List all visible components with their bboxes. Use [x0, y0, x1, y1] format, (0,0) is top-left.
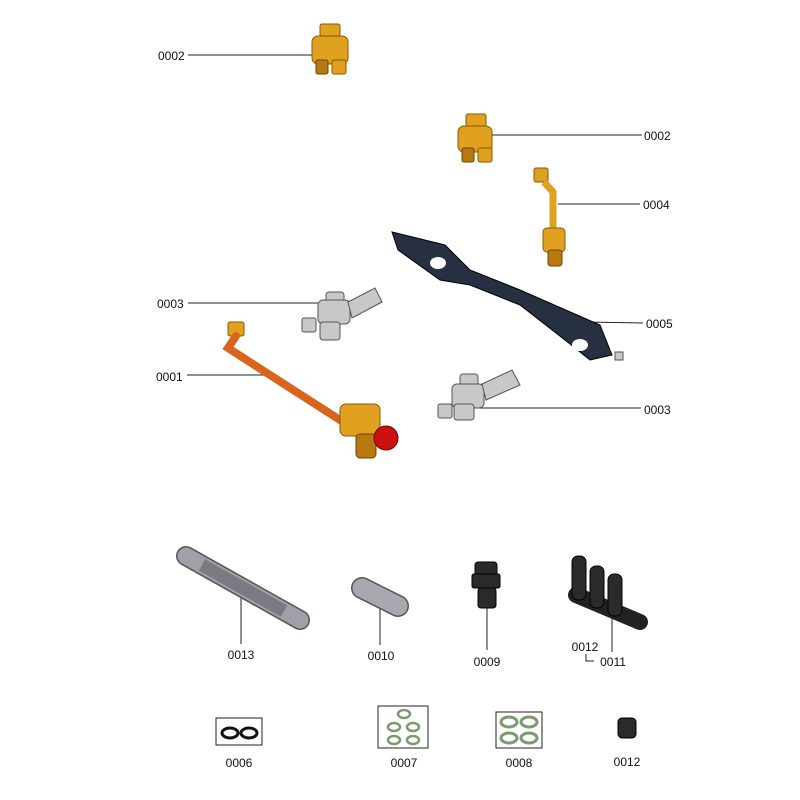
- part-0005-bracket[interactable]: [391, 231, 624, 361]
- part-0007-o-rings[interactable]: [377, 705, 429, 749]
- callout-label: 0003: [644, 403, 671, 417]
- callout-label: 0002: [158, 49, 185, 63]
- callout-labels: 0002 0002 0004 0005 0003 0001 0003 0013 …: [156, 49, 673, 770]
- callout-label: 0006: [226, 756, 253, 770]
- callout-label: 0009: [474, 655, 501, 669]
- part-0001-copper-pipe[interactable]: [222, 321, 399, 459]
- callout-label: 0001: [156, 370, 183, 384]
- part-0002-fitting[interactable]: [311, 23, 349, 75]
- callout-label: 0002: [644, 129, 671, 143]
- callout-label: 0008: [506, 756, 533, 770]
- part-0008-o-rings[interactable]: [495, 711, 543, 749]
- part-0013-tube[interactable]: [176, 546, 310, 630]
- leader-line: [585, 654, 594, 662]
- part-0003-valve[interactable]: [437, 369, 521, 421]
- part-0006-o-rings[interactable]: [215, 717, 263, 746]
- callout-label: 0007: [391, 756, 418, 770]
- callout-label: 0003: [157, 297, 184, 311]
- part-0002-fitting[interactable]: [457, 113, 493, 163]
- part-0012-cap[interactable]: [617, 717, 637, 739]
- part-0010-sleeve[interactable]: [351, 577, 409, 617]
- callout-label: 0012: [614, 755, 641, 769]
- part-0003-valve[interactable]: [301, 287, 383, 341]
- part-0004-elbow-pipe[interactable]: [533, 167, 566, 267]
- part-0009-nipple[interactable]: [471, 561, 501, 609]
- callout-label: 0012: [572, 640, 599, 654]
- callout-label: 0011: [600, 655, 626, 669]
- callout-label: 0013: [228, 648, 255, 662]
- callout-label: 0005: [646, 317, 673, 331]
- callout-label: 0010: [368, 649, 395, 663]
- callout-label: 0004: [643, 198, 670, 212]
- part-0011-manifold[interactable]: [568, 555, 648, 630]
